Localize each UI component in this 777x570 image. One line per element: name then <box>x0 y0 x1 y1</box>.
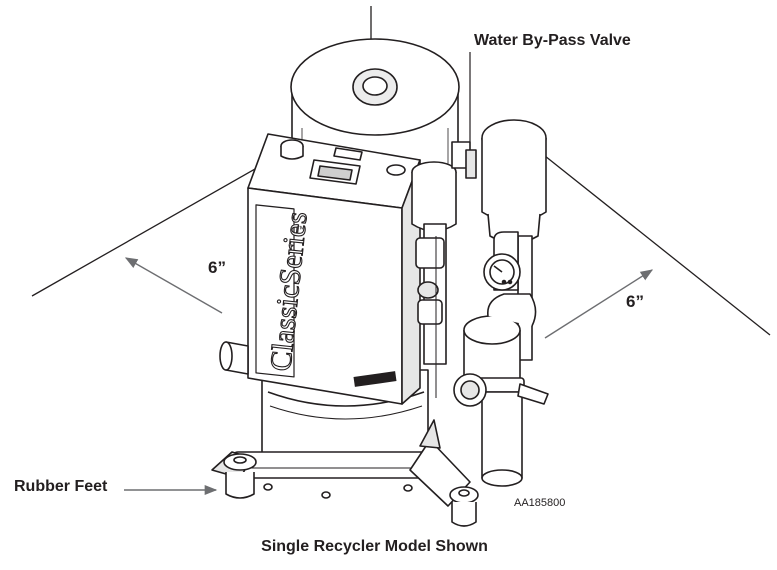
clearance-lines <box>31 6 771 336</box>
water-bypass-valve-label: Water By-Pass Valve <box>474 32 631 49</box>
filter-left <box>411 161 457 398</box>
clearance-arrows <box>124 257 654 496</box>
tall-filter <box>481 119 547 361</box>
separator-canister <box>453 293 549 487</box>
water-bypass-valve-part <box>451 141 477 179</box>
figure-caption: Single Recycler Model Shown <box>261 538 488 555</box>
arrow-left-icon <box>124 257 223 314</box>
arrow-right-icon <box>544 269 654 339</box>
wall-line-right <box>539 151 771 336</box>
pressure-gauge <box>483 253 521 291</box>
clearance-right-label: 6” <box>626 292 644 311</box>
recycler-unit <box>211 38 549 527</box>
wall-line-left <box>31 164 263 297</box>
part-number: AA185800 <box>514 497 566 509</box>
rubber-feet <box>211 419 479 527</box>
clearance-left-label: 6” <box>208 258 226 277</box>
trademark-mark: ™ <box>296 224 305 234</box>
control-box <box>219 133 421 405</box>
rubber-feet-label: Rubber Feet <box>14 478 108 495</box>
